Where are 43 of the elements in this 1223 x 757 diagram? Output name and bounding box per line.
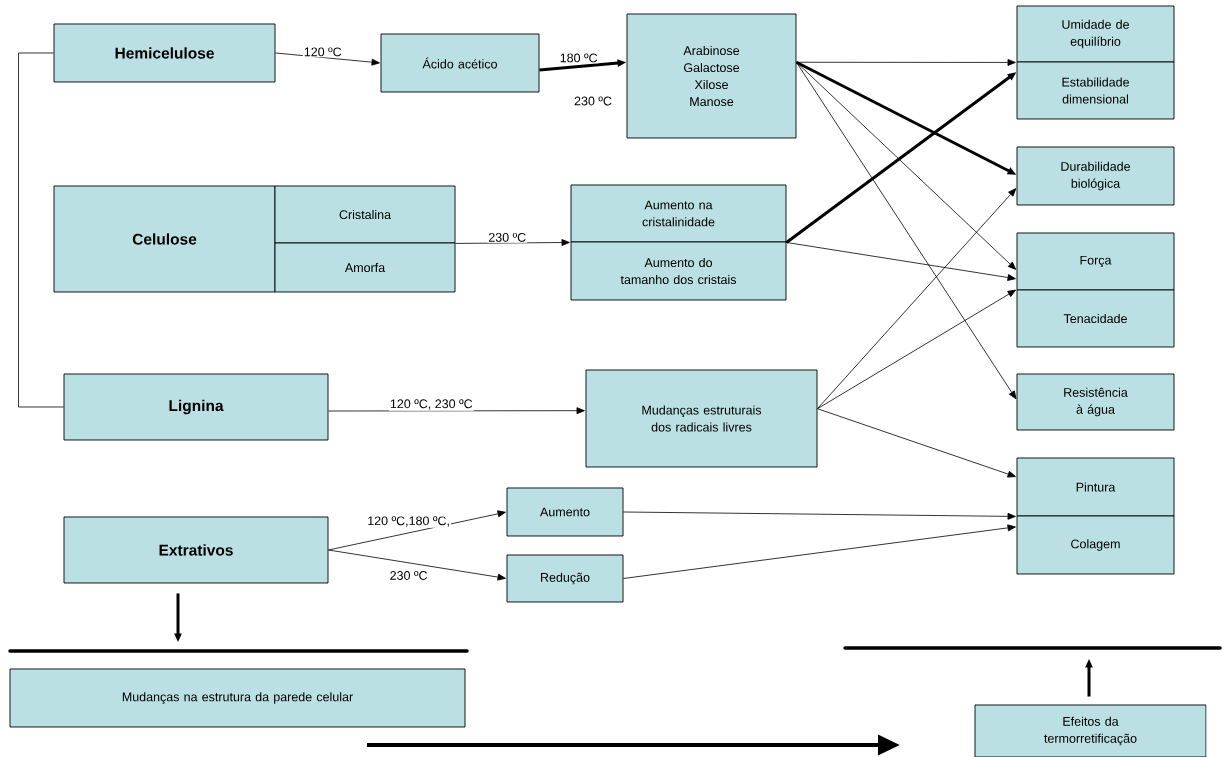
process-box: Força (1016, 232, 1175, 291)
heading-box: Extrativos (63, 516, 329, 584)
process-box: Efeitos da termorretificação (974, 704, 1207, 757)
process-box: Amorfa (274, 242, 456, 293)
arrow (786, 242, 1016, 281)
arrow (328, 407, 585, 415)
process-box: Arabinose Galactose Xilose Manose (626, 13, 797, 139)
process-box: Redução (506, 554, 624, 603)
process-box: Aumento do tamanho dos cristais (570, 241, 787, 301)
arrow (796, 61, 1017, 270)
process-box: Tenacidade (1016, 289, 1175, 348)
arrow (796, 61, 1017, 400)
process-box: Durabilidade biológica (1016, 146, 1175, 206)
process-box: Pintura (1016, 457, 1175, 517)
arrow (817, 408, 1016, 478)
heading-box: Lignina (63, 373, 329, 441)
edge-label: 230 ºC (388, 570, 429, 581)
edge-label: 230 ºC (487, 231, 528, 243)
edge-label: 120 ºC, 230 ºC (388, 398, 474, 411)
arrow (275, 52, 380, 66)
process-box: Aumento (506, 487, 624, 537)
arrow (455, 239, 570, 246)
process-box: Estabilidade dimensional (1016, 61, 1175, 120)
process-box: Mudanças estruturais dos radicais livres (585, 369, 818, 468)
connector-line (18, 52, 64, 408)
arrow (328, 510, 506, 551)
heading-box: Hemicelulose (53, 23, 276, 83)
process-box: Aumento na cristalinidade (570, 184, 787, 243)
process-box: Cristalina (274, 185, 456, 244)
process-box: Colagem (1016, 515, 1175, 575)
temperature-label: 230 ºC (574, 96, 612, 106)
edge-label: 180 ºC (558, 52, 599, 64)
arrow (817, 289, 1016, 410)
edge-label: 120 ºC,180 ºC, (366, 515, 451, 528)
process-box: Ácido acético (380, 33, 540, 93)
arrow (328, 549, 506, 581)
process-box: Umidade de equilíbrio (1016, 5, 1175, 63)
edge-label: 120 ºC (302, 46, 343, 58)
arrow (623, 524, 1016, 579)
process-box: Resistência à água (1016, 373, 1175, 431)
arrow (623, 511, 1016, 520)
arrow (817, 188, 1017, 410)
process-box: Mudanças na estrutura da parede celular (9, 668, 466, 728)
